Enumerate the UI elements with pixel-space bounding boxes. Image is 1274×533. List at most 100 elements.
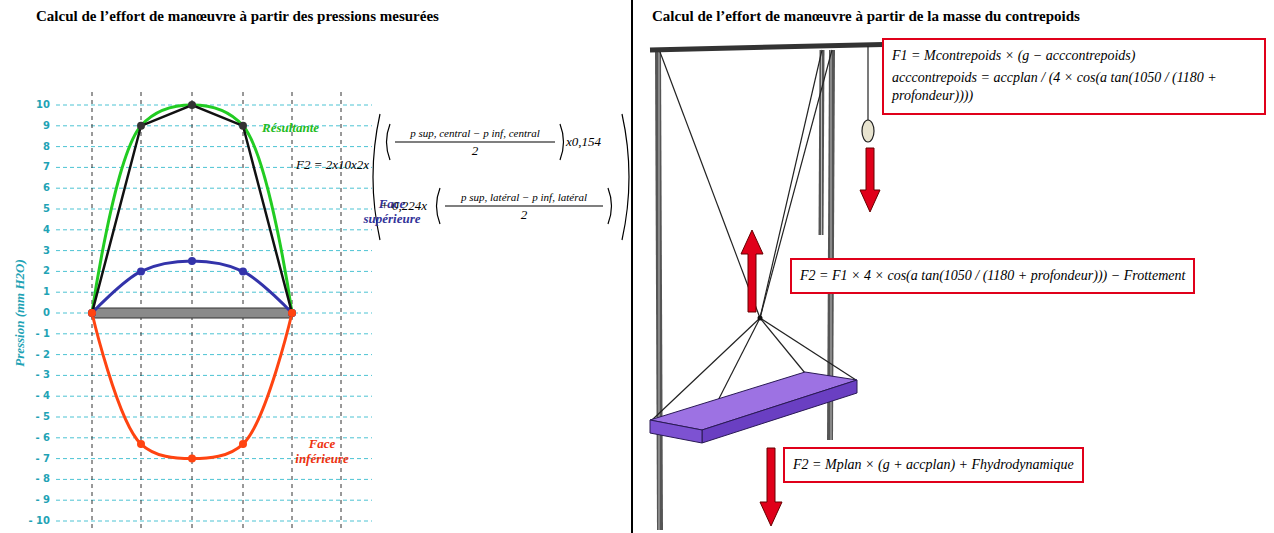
grid-line (56, 521, 372, 522)
axis-title: Pression (mm H2O) (13, 259, 28, 367)
data-point (88, 309, 96, 317)
data-point (288, 309, 296, 317)
formula: acccontrepoids = accplan / (4 × cos(a ta… (892, 67, 1256, 107)
force-arrow (741, 230, 763, 312)
force-arrow (860, 148, 880, 212)
data-point (239, 122, 247, 130)
small-paren (437, 188, 441, 224)
formula-box: F1 = Mcontrepoids × (g − acccontrepoids)… (882, 38, 1266, 115)
tick-label: - 6 (35, 432, 50, 444)
curve-label: Face inférieure (287, 437, 357, 467)
tick-label: 6 (43, 182, 50, 194)
plate-side (650, 420, 702, 443)
data-point (137, 267, 145, 275)
big-paren (622, 114, 629, 240)
tick-label: - 10 (28, 515, 50, 527)
counterweight (862, 120, 874, 142)
formula-term: x0,154 (566, 135, 601, 150)
plate-front (702, 380, 857, 443)
formula-box: F2 = F1 × 4 × cos(a tan(1050 / (1180 + p… (790, 258, 1195, 294)
cable (660, 52, 760, 318)
grid-line (56, 105, 372, 106)
grid-line (56, 146, 372, 147)
small-paren (608, 188, 612, 224)
grid-line (56, 417, 372, 418)
fraction-bar (445, 205, 603, 206)
small-paren (560, 124, 564, 160)
divider (631, 0, 633, 533)
plate (650, 372, 857, 443)
top-bar (650, 44, 905, 50)
tick-label: - 2 (35, 349, 50, 361)
data-point (288, 309, 296, 317)
tick-label: 2 (43, 266, 50, 278)
resultant-curve (92, 105, 292, 313)
formula-numerator: p sup, central − p inf, central (410, 127, 540, 140)
tick-label: - 1 (35, 328, 50, 340)
data-point (88, 309, 96, 317)
data-point (137, 122, 145, 130)
data-point (137, 440, 145, 448)
data-point (239, 440, 247, 448)
tick-label: - 7 (35, 453, 50, 465)
tick-label: 1 (43, 286, 50, 298)
heading: Calcul de l’effort de manœuvre à partir … (36, 8, 439, 25)
tick-label: - 4 (35, 390, 50, 402)
tick-label: - 8 (35, 474, 50, 486)
formula-denominator: 2 (472, 144, 479, 159)
tick-label: - 5 (35, 411, 50, 423)
heading: Calcul de l’effort de manœuvre à partir … (652, 8, 1080, 25)
grid-line (56, 479, 372, 480)
lower-face-curve (92, 313, 292, 459)
tick-label: 4 (43, 224, 50, 236)
grid-line (56, 292, 372, 293)
formula: F1 = Mcontrepoids × (g − acccontrepoids) (892, 45, 1256, 67)
pole (658, 52, 660, 530)
tick-label: 10 (36, 99, 50, 111)
formula-box: F2 = Mplan × (g + accplan) + Fhydrodynam… (783, 447, 1084, 483)
small-paren (387, 124, 391, 160)
data-point (288, 309, 296, 317)
formula: F2 = F1 × 4 × cos(a tan(1050 / (1180 + p… (800, 265, 1185, 287)
grid-line (56, 396, 372, 397)
tick-label: - 9 (35, 494, 50, 506)
data-point (188, 455, 196, 463)
grid-line (56, 188, 372, 189)
tick-label: 8 (43, 141, 50, 153)
hook (758, 316, 763, 321)
formula-denominator: 2 (521, 208, 528, 223)
cables (652, 50, 856, 430)
tick-label: - 3 (35, 370, 50, 382)
grid-line (56, 333, 372, 334)
force-arrow (760, 448, 782, 526)
cable (760, 318, 856, 380)
pressure-chart (56, 92, 372, 530)
tick-label: 9 (43, 120, 50, 132)
data-point (239, 267, 247, 275)
tick-label: 5 (43, 203, 50, 215)
data-point (188, 101, 196, 109)
resultant-polyline (92, 105, 292, 313)
counterweight-string (867, 46, 868, 120)
grid-line (56, 500, 372, 501)
formula: F2 = Mplan × (g + accplan) + Fhydrodynam… (793, 454, 1074, 476)
data-point (188, 257, 196, 265)
grid-line (56, 209, 372, 210)
tick-label: 7 (43, 162, 50, 174)
pole (821, 50, 822, 235)
data-point (88, 309, 96, 317)
fraction-bar (395, 141, 555, 142)
grid-line (56, 229, 372, 230)
grid-line (56, 375, 372, 376)
plate-section (92, 308, 292, 318)
grid-line (56, 125, 372, 126)
formula-term: F2 = 2x10x2x (296, 158, 369, 173)
tick-label: 3 (43, 245, 50, 257)
tick-label: 0 (43, 307, 50, 319)
formula-numerator: p sup, latéral − p inf, latéral (461, 191, 587, 204)
curve-label: Résultante (262, 121, 319, 136)
cable (760, 318, 805, 373)
upper-face-curve (92, 261, 292, 313)
formula-term: + 0,224x (380, 199, 427, 214)
